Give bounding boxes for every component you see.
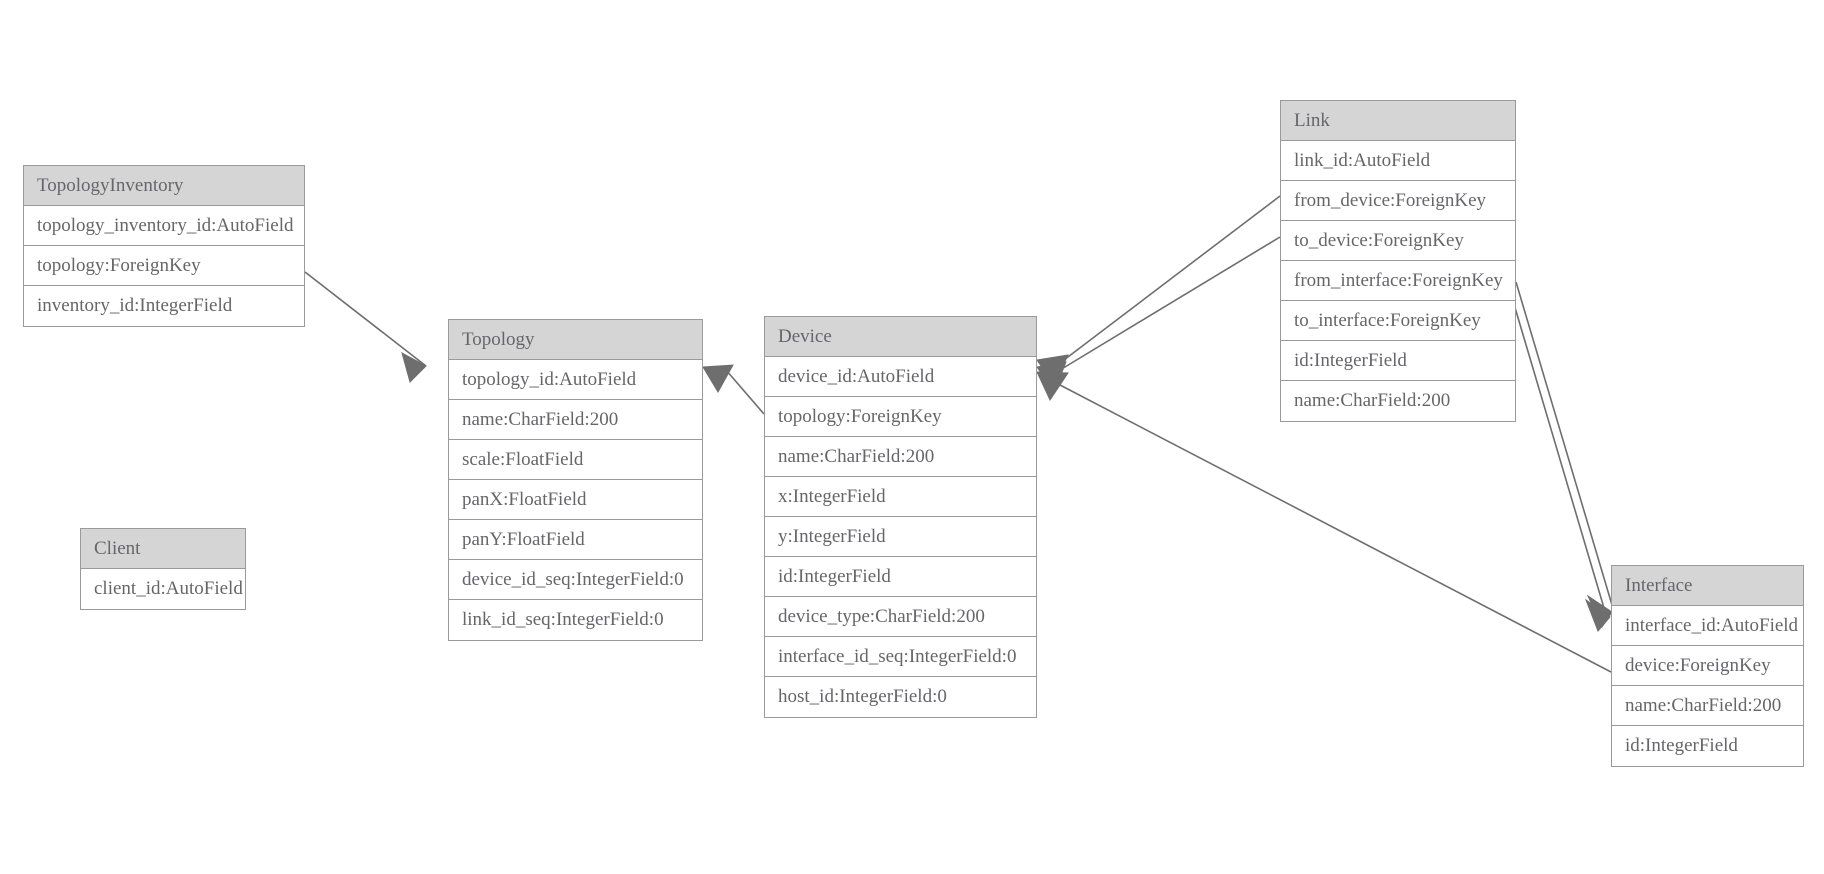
arrowhead-icon bbox=[702, 364, 734, 393]
entity-title: Client bbox=[81, 529, 245, 569]
entity-title: Interface bbox=[1612, 566, 1803, 606]
entity-field[interactable]: topology:ForeignKey bbox=[24, 246, 304, 286]
relationship-device-topology bbox=[702, 364, 765, 415]
entity-field[interactable]: id:IntegerField bbox=[765, 557, 1036, 597]
entity-field[interactable]: to_device:ForeignKey bbox=[1281, 221, 1515, 261]
entity-field[interactable]: device_id_seq:IntegerField:0 bbox=[449, 560, 702, 600]
entity-field[interactable]: from_interface:ForeignKey bbox=[1281, 261, 1515, 301]
entity-field[interactable]: topology:ForeignKey bbox=[765, 397, 1036, 437]
relationship-line bbox=[1059, 236, 1281, 371]
entity-field[interactable]: interface_id:AutoField bbox=[1612, 606, 1803, 646]
arrowhead-icon bbox=[401, 352, 427, 383]
entity-field[interactable]: topology_id:AutoField bbox=[449, 360, 702, 400]
entity-field[interactable]: name:CharField:200 bbox=[449, 400, 702, 440]
relationship-link-from-device bbox=[1036, 195, 1281, 387]
entity-field[interactable]: inventory_id:IntegerField bbox=[24, 286, 304, 326]
arrowhead-icon bbox=[1584, 598, 1611, 632]
relationship-line bbox=[1507, 283, 1605, 609]
entity-field[interactable]: name:CharField:200 bbox=[1612, 686, 1803, 726]
relationship-link-from-interface bbox=[1515, 281, 1613, 629]
relationship-topologyinventory-topology bbox=[304, 271, 427, 383]
entity-field[interactable]: panX:FloatField bbox=[449, 480, 702, 520]
entity-title: Link bbox=[1281, 101, 1515, 141]
arrowhead-icon bbox=[1586, 594, 1613, 629]
arrowhead-icon bbox=[1036, 371, 1069, 402]
relationship-line bbox=[1059, 384, 1612, 673]
entity-field[interactable]: panY:FloatField bbox=[449, 520, 702, 560]
entity-title: Device bbox=[765, 317, 1036, 357]
entity-field[interactable]: device_type:CharField:200 bbox=[765, 597, 1036, 637]
relationship-line bbox=[725, 369, 765, 415]
relationship-link-to-device bbox=[1036, 236, 1281, 394]
entity-field[interactable]: from_device:ForeignKey bbox=[1281, 181, 1515, 221]
entity-field[interactable]: topology_inventory_id:AutoField bbox=[24, 206, 304, 246]
entity-field[interactable]: y:IntegerField bbox=[765, 517, 1036, 557]
entity-field[interactable]: link_id_seq:IntegerField:0 bbox=[449, 600, 702, 640]
entity-field[interactable]: client_id:AutoField bbox=[81, 569, 245, 609]
entity-field[interactable]: x:IntegerField bbox=[765, 477, 1036, 517]
entity-title: TopologyInventory bbox=[24, 166, 304, 206]
entity-field[interactable]: id:IntegerField bbox=[1281, 341, 1515, 381]
entity-field[interactable]: device:ForeignKey bbox=[1612, 646, 1803, 686]
entity-field[interactable]: link_id:AutoField bbox=[1281, 141, 1515, 181]
entity-field[interactable]: name:CharField:200 bbox=[1281, 381, 1515, 421]
entity-title: Topology bbox=[449, 320, 702, 360]
entity-field[interactable]: name:CharField:200 bbox=[765, 437, 1036, 477]
entity-field[interactable]: host_id:IntegerField:0 bbox=[765, 677, 1036, 717]
relationship-line bbox=[1059, 195, 1281, 364]
entity-field[interactable]: to_interface:ForeignKey bbox=[1281, 301, 1515, 341]
relationship-line bbox=[1515, 281, 1613, 606]
entity-field[interactable]: interface_id_seq:IntegerField:0 bbox=[765, 637, 1036, 677]
relationship-line bbox=[304, 271, 427, 367]
entity-field[interactable]: device_id:AutoField bbox=[765, 357, 1036, 397]
arrowhead-icon bbox=[1036, 354, 1069, 387]
entity-field[interactable]: scale:FloatField bbox=[449, 440, 702, 480]
relationship-link-to-interface bbox=[1507, 283, 1611, 632]
entity-field[interactable]: id:IntegerField bbox=[1612, 726, 1803, 766]
arrowhead-icon bbox=[1036, 361, 1067, 394]
